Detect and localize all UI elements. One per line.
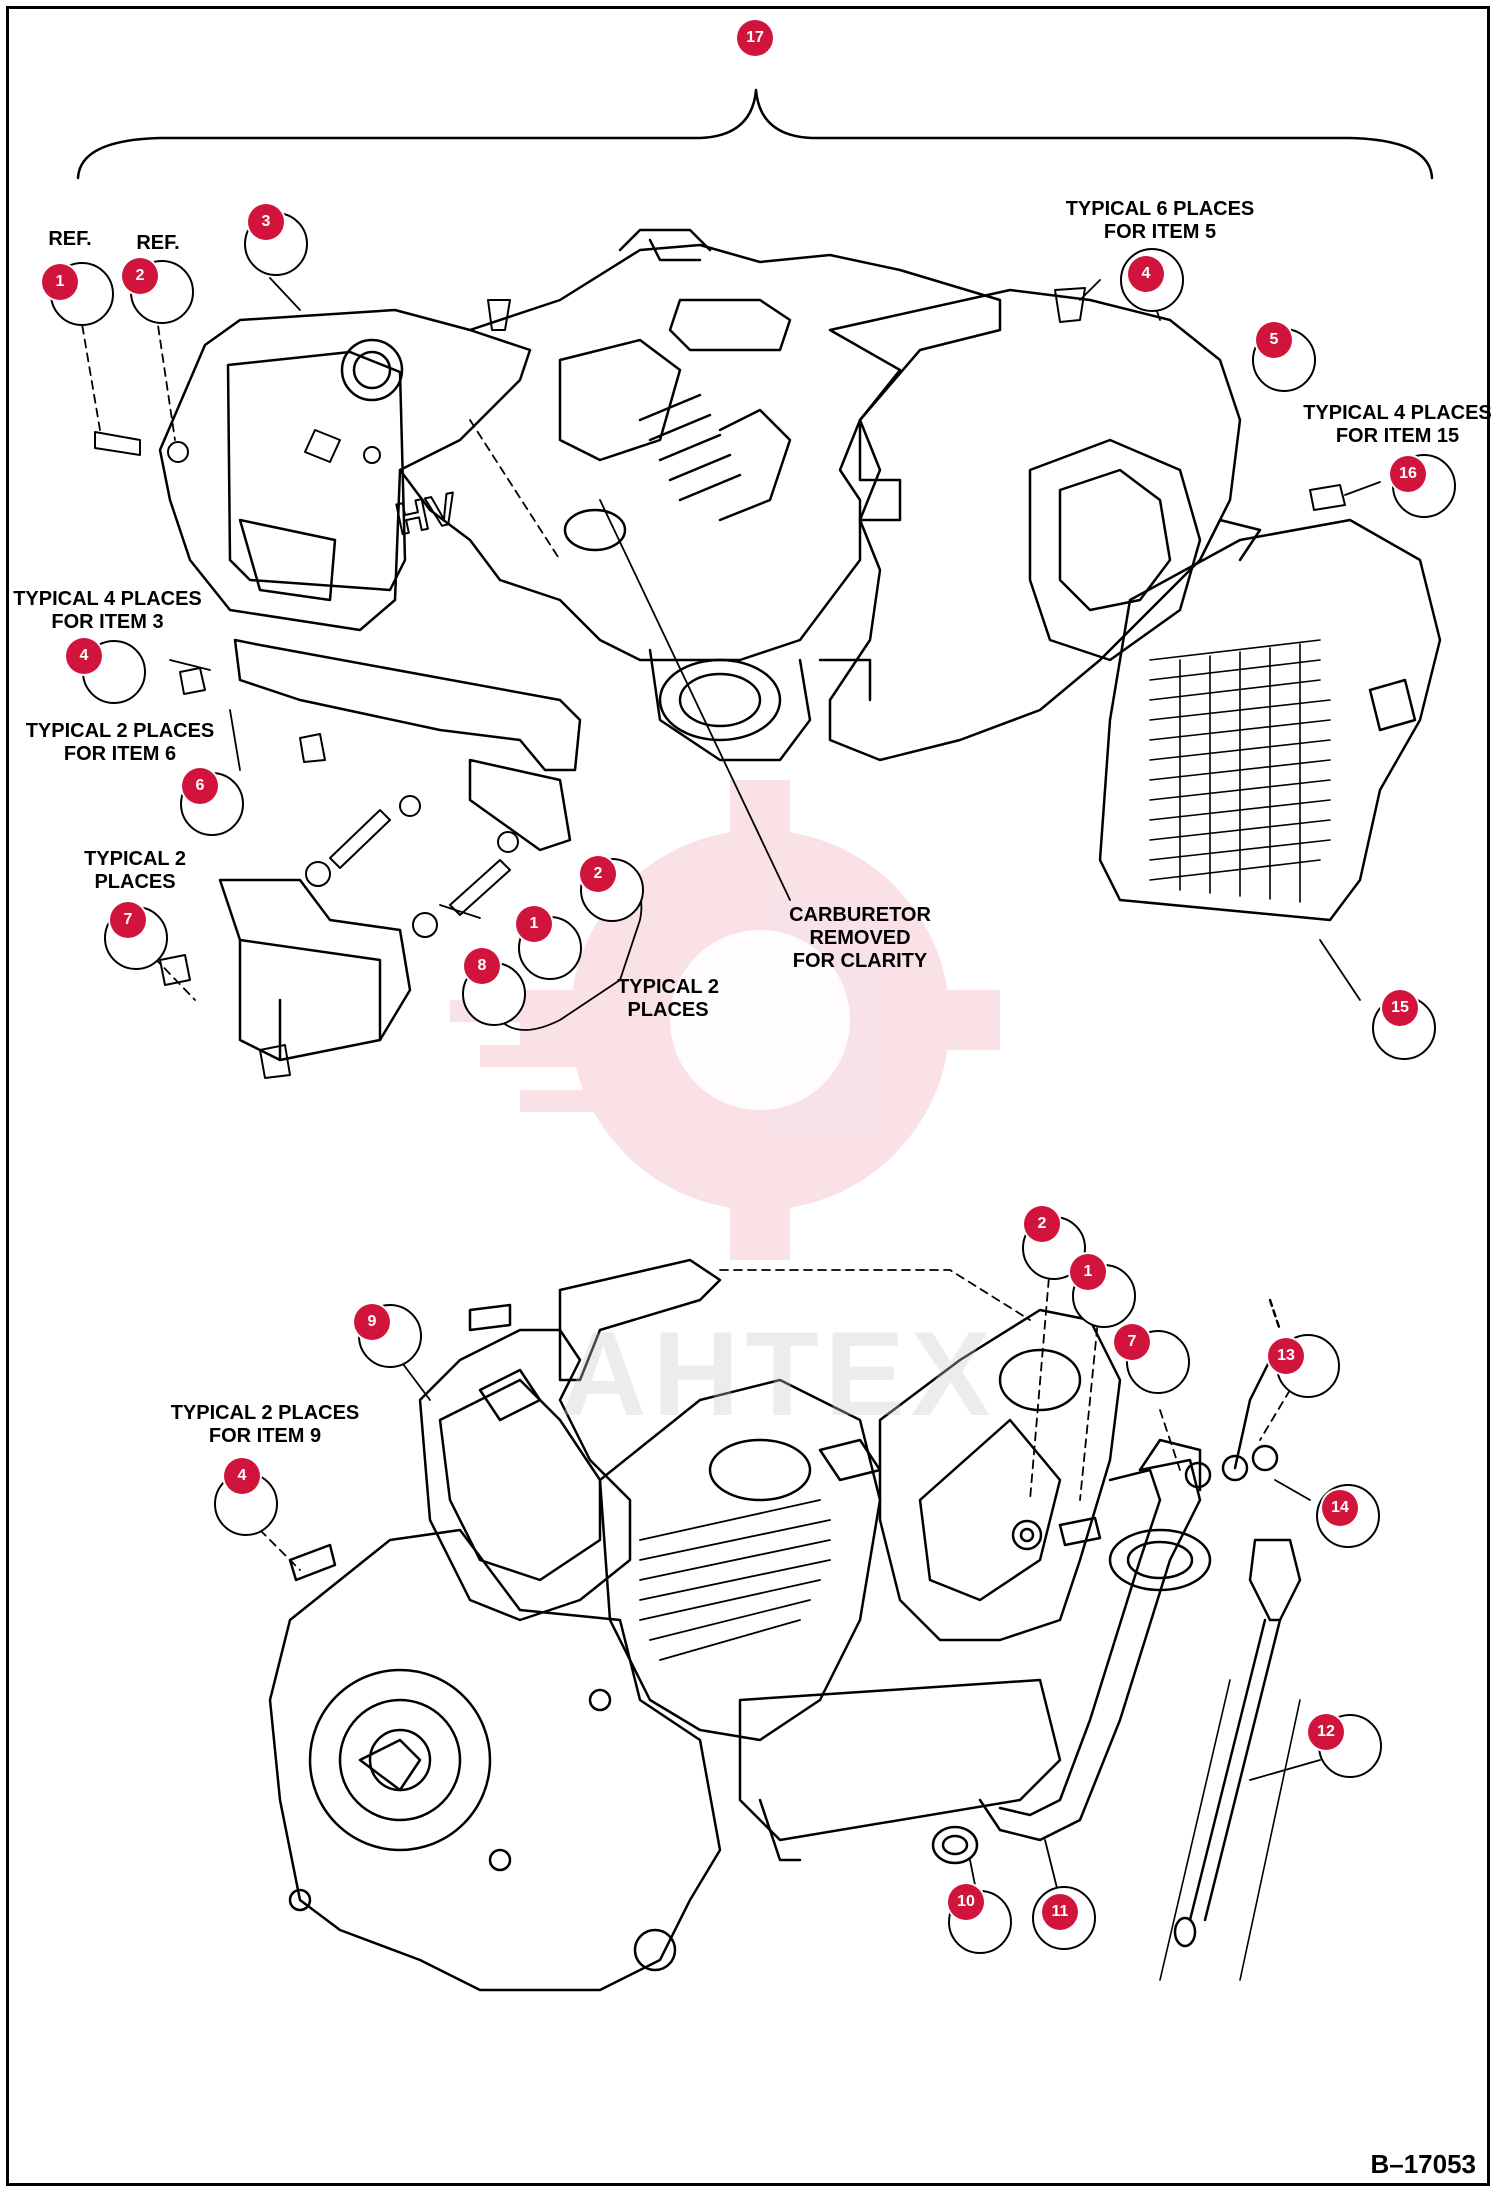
badge-13: 13 <box>1268 1338 1304 1374</box>
badge-7-top: 7 <box>110 902 146 938</box>
badge-17: 17 <box>737 20 773 56</box>
badge-8: 8 <box>464 948 500 984</box>
badge-1-mid: 1 <box>516 906 552 942</box>
watermark-text: AHTEX <box>560 1307 997 1441</box>
badge-14: 14 <box>1322 1490 1358 1526</box>
badge-2-mid: 2 <box>580 856 616 892</box>
badge-9: 9 <box>354 1304 390 1340</box>
note-typical-6-item-5: TYPICAL 6 PLACES FOR ITEM 5 <box>1065 198 1255 243</box>
note-typical-2-places-a: TYPICAL 2 PLACES <box>84 848 186 893</box>
note-carburetor-removed: CARBURETOR REMOVED FOR CLARITY <box>789 904 931 972</box>
drawing-number: B–17053 <box>1370 2149 1476 2179</box>
badge-16: 16 <box>1390 456 1426 492</box>
badge-3: 3 <box>248 204 284 240</box>
badge-15: 15 <box>1382 990 1418 1026</box>
note-typical-2-places-b: TYPICAL 2 PLACES <box>617 976 719 1021</box>
badge-11: 11 <box>1042 1894 1078 1930</box>
note-typical-4-item-3: TYPICAL 4 PLACES FOR ITEM 3 <box>13 588 202 633</box>
badge-10: 10 <box>948 1884 984 1920</box>
badge-12: 12 <box>1308 1714 1344 1750</box>
badge-5: 5 <box>1256 322 1292 358</box>
badge-2-bottom: 2 <box>1024 1206 1060 1242</box>
badge-6: 6 <box>182 768 218 804</box>
badge-4-top: 4 <box>1128 256 1164 292</box>
note-ref-2: REF. <box>136 232 180 254</box>
note-typical-2-item-6: TYPICAL 2 PLACES FOR ITEM 6 <box>25 720 215 765</box>
note-ref-1: REF. <box>48 228 92 250</box>
note-typical-2-item-9: TYPICAL 2 PLACES FOR ITEM 9 <box>170 1402 360 1447</box>
badge-4-bottom: 4 <box>224 1458 260 1494</box>
badge-1-bottom: 1 <box>1070 1254 1106 1290</box>
badge-4-left: 4 <box>66 638 102 674</box>
note-typical-4-item-15: TYPICAL 4 PLACES FOR ITEM 15 <box>1303 402 1492 447</box>
badge-2-ref: 2 <box>122 258 158 294</box>
badge-1-ref: 1 <box>42 264 78 300</box>
badge-7-bottom: 7 <box>1114 1324 1150 1360</box>
